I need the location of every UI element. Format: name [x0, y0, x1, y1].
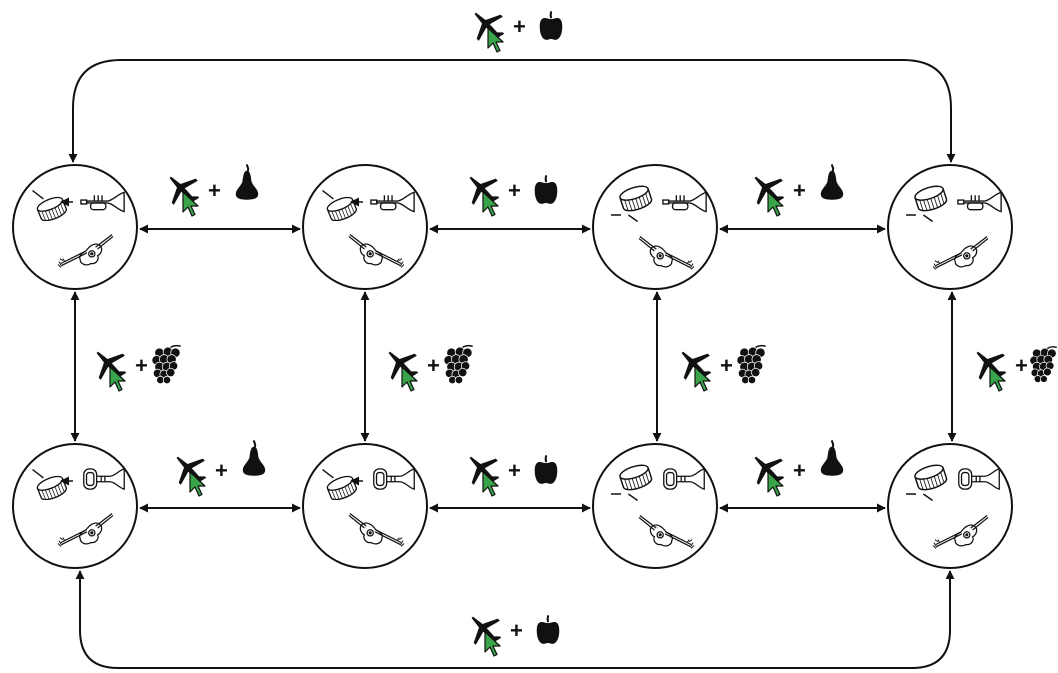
plus-sign: +: [510, 618, 523, 643]
pear-icon: [241, 440, 267, 477]
edge-label: +: [675, 344, 766, 392]
edge-arrow-bottom-loop: [75, 570, 955, 669]
edge-label: +: [170, 440, 267, 497]
edge-label: +: [465, 610, 561, 657]
edge-label: +: [970, 345, 1057, 392]
edge-label: +: [463, 450, 559, 497]
transition-edges: [68, 59, 957, 669]
state-node: [887, 443, 1013, 569]
state-node: [12, 443, 138, 569]
state-node: [592, 164, 718, 290]
plus-sign: +: [135, 353, 148, 378]
plus-sign: +: [215, 458, 228, 483]
edge-label: +: [90, 344, 181, 392]
edge-label: +: [163, 164, 260, 217]
plus-sign: +: [508, 178, 521, 203]
plus-sign: +: [508, 458, 521, 483]
pear-icon: [234, 164, 260, 201]
plus-sign: +: [720, 353, 733, 378]
edge-labels: + + + + +: [90, 6, 1057, 657]
plus-sign: +: [793, 458, 806, 483]
grapes-icon: [151, 344, 181, 385]
pepper-icon: [533, 455, 559, 485]
plus-sign: +: [427, 353, 440, 378]
state-node: [12, 164, 138, 290]
state-node: [302, 443, 428, 569]
edge-label: +: [382, 344, 473, 392]
plus-sign: +: [1015, 353, 1028, 378]
pepper-icon: [535, 615, 561, 645]
grapes-icon: [736, 344, 766, 385]
state-nodes: [12, 164, 1013, 569]
pepper-icon: [533, 175, 559, 205]
edge-label: +: [748, 440, 845, 497]
pear-icon: [819, 440, 845, 477]
pear-icon: [819, 164, 845, 201]
state-node: [887, 164, 1013, 290]
pepper-icon: [538, 11, 564, 41]
grapes-icon: [1029, 345, 1057, 384]
edge-label: +: [463, 170, 559, 217]
plus-sign: +: [793, 178, 806, 203]
edge-label: +: [468, 6, 564, 53]
state-node: [302, 164, 428, 290]
plus-sign: +: [513, 14, 526, 39]
plus-sign: +: [208, 178, 221, 203]
edge-arrow-top-loop: [68, 59, 956, 163]
grapes-icon: [443, 344, 473, 385]
state-node: [592, 443, 718, 569]
edge-label: +: [748, 164, 845, 217]
